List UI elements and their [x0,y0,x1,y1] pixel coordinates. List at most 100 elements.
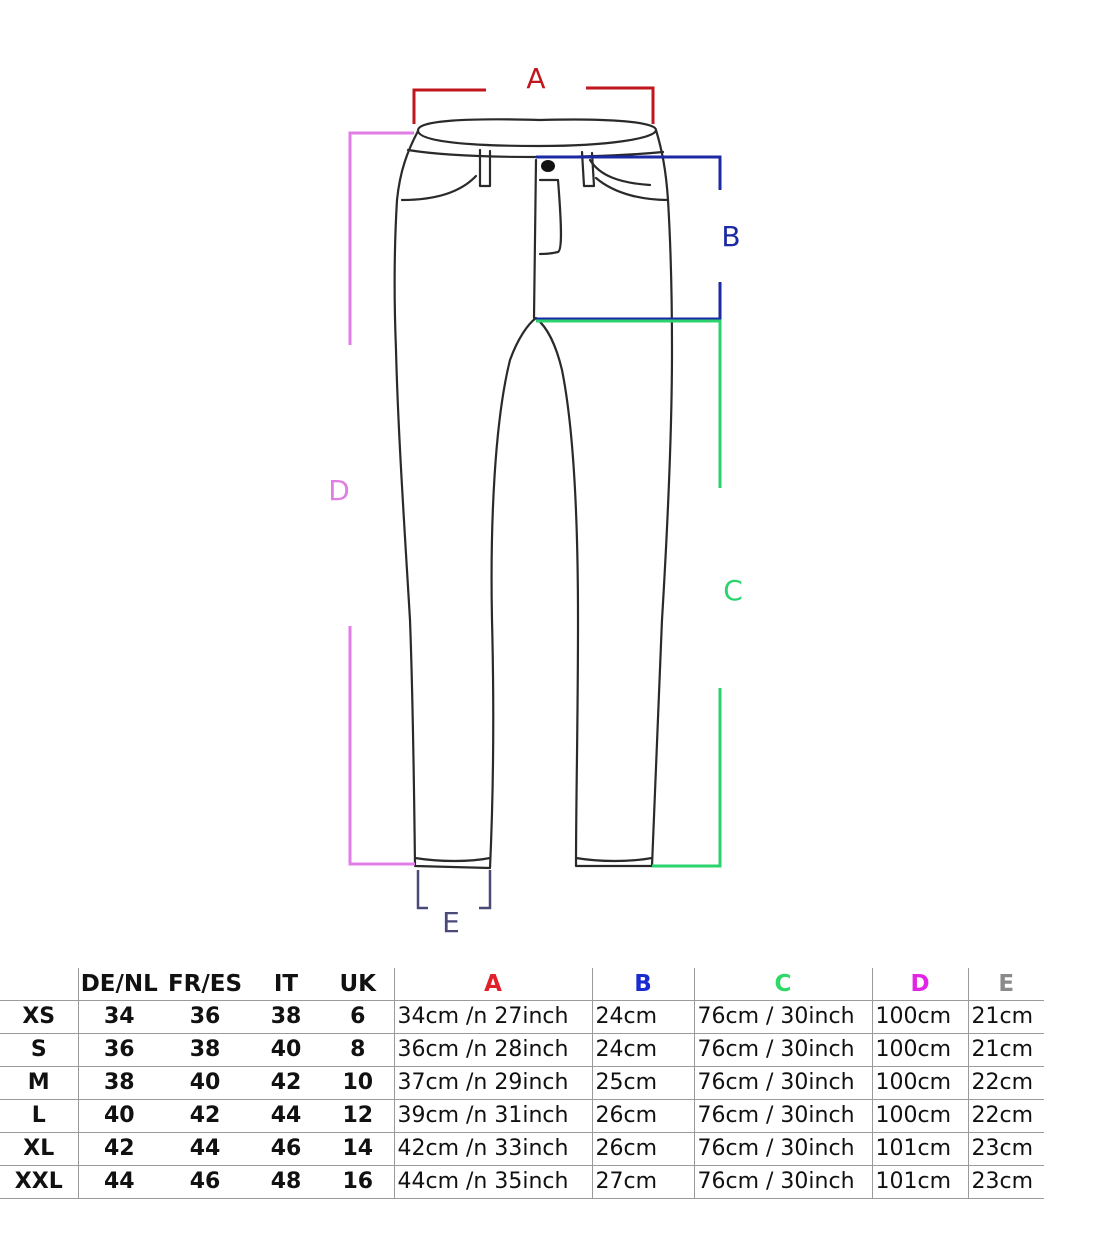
cell-fr-es: 38 [160,1033,250,1067]
cell-c: 76cm / 30inch [693,1165,872,1199]
pocket-left [400,174,478,202]
size-chart-table: DE/NL FR/ES IT UK A B C D E XS 34 36 38 … [0,968,1044,1199]
belt-loop-right [580,150,596,188]
hem-right [574,856,654,863]
measure-e-bracket [416,870,492,910]
header-fr-es: FR/ES [167,971,243,997]
cell-fr-es: 44 [160,1132,250,1166]
cell-c: 76cm / 30inch [693,1066,872,1100]
cell-it: 48 [250,1165,322,1199]
header-e: E [967,968,1044,1001]
cell-b: 27cm [591,1165,694,1199]
cell-e: 21cm [967,1000,1044,1034]
cell-it: 42 [250,1066,322,1100]
cell-de-nl: 36 [77,1033,160,1067]
cell-uk: 6 [322,1000,394,1034]
pocket-right [594,176,670,202]
cell-e: 22cm [967,1099,1044,1133]
cell-de-nl: 34 [77,1000,160,1034]
cell-a: 44cm /n 35inch [393,1165,592,1199]
cell-it: 46 [250,1132,322,1166]
fly-line [532,158,538,320]
label-c: C [723,574,743,607]
cell-uk: 14 [322,1132,394,1166]
cell-uk: 12 [322,1099,394,1133]
waist-button [541,160,555,172]
cell-uk: 8 [322,1033,394,1067]
cell-a: 34cm /n 27inch [393,1000,592,1034]
cell-fr-es: 42 [160,1099,250,1133]
cell-fr-es: 40 [160,1066,250,1100]
cell-d: 101cm [871,1165,968,1199]
cell-b: 26cm [591,1099,694,1133]
cell-size: XL [0,1132,78,1166]
cell-a: 42cm /n 33inch [393,1132,592,1166]
cell-it: 44 [250,1099,322,1133]
header-size [0,968,78,1001]
pants-silhouette [393,128,674,870]
header-a: A [393,968,592,1001]
cell-de-nl: 42 [77,1132,160,1166]
header-d: D [871,968,968,1001]
pants-measurement-diagram: A B C D E [328,62,743,939]
cell-e: 23cm [967,1132,1044,1166]
cell-size: S [0,1033,78,1067]
cell-d: 100cm [871,1099,968,1133]
cell-a: 36cm /n 28inch [393,1033,592,1067]
cell-a: 39cm /n 31inch [393,1099,592,1133]
measure-d-bracket [348,131,415,866]
cell-fr-es: 36 [160,1000,250,1034]
cell-size: XXL [0,1165,78,1199]
cell-size: XS [0,1000,78,1034]
measure-b-bracket [536,155,722,321]
cell-e: 21cm [967,1033,1044,1067]
cell-uk: 16 [322,1165,394,1199]
header-c: C [693,968,872,1001]
cell-b: 24cm [591,1033,694,1067]
measure-a-bracket [412,86,655,124]
table-header-row: DE/NL FR/ES IT UK A B C D E [0,968,1044,1001]
table-row: XS 34 36 38 6 34cm /n 27inch 24cm 76cm /… [0,1000,1044,1034]
cell-fr-es: 46 [160,1165,250,1199]
cell-c: 76cm / 30inch [693,1132,872,1166]
label-b: B [721,220,740,253]
cell-it: 38 [250,1000,322,1034]
table-row: M 38 40 42 10 37cm /n 29inch 25cm 76cm /… [0,1066,1044,1100]
cell-d: 100cm [871,1000,968,1034]
cell-e: 23cm [967,1165,1044,1199]
cell-e: 22cm [967,1066,1044,1100]
header-de-nl: DE/NL [77,968,160,1001]
cell-size: L [0,1099,78,1133]
header-b: B [591,968,694,1001]
cell-d: 100cm [871,1066,968,1100]
cell-de-nl: 44 [77,1165,160,1199]
cell-uk: 10 [322,1066,394,1100]
cell-b: 26cm [591,1132,694,1166]
table-row: XL 42 44 46 14 42cm /n 33inch 26cm 76cm … [0,1132,1044,1166]
cell-a: 37cm /n 29inch [393,1066,592,1100]
measure-c-bracket [536,319,722,868]
header-it: IT [273,971,299,997]
cell-d: 101cm [871,1132,968,1166]
cell-de-nl: 38 [77,1066,160,1100]
cell-de-nl: 40 [77,1099,160,1133]
cell-b: 24cm [591,1000,694,1034]
label-d: D [328,474,350,507]
table-row: XXL 44 46 48 16 44cm /n 35inch 27cm 76cm… [0,1165,1044,1199]
table-row: L 40 42 44 12 39cm /n 31inch 26cm 76cm /… [0,1099,1044,1133]
cell-it: 40 [250,1033,322,1067]
label-a: A [526,62,545,95]
belt-loop-left [478,148,492,188]
cell-c: 76cm / 30inch [693,1099,872,1133]
cell-c: 76cm / 30inch [693,1033,872,1067]
cell-b: 25cm [591,1066,694,1100]
coin-pocket [588,158,652,187]
waistband-top [416,118,658,148]
cell-c: 76cm / 30inch [693,1000,872,1034]
hem-left [413,856,492,863]
header-uk: UK [339,971,377,997]
waistband-bottom [406,148,665,159]
fly-stitch [538,178,563,256]
label-e: E [442,906,460,939]
table-row: S 36 38 40 8 36cm /n 28inch 24cm 76cm / … [0,1033,1044,1067]
